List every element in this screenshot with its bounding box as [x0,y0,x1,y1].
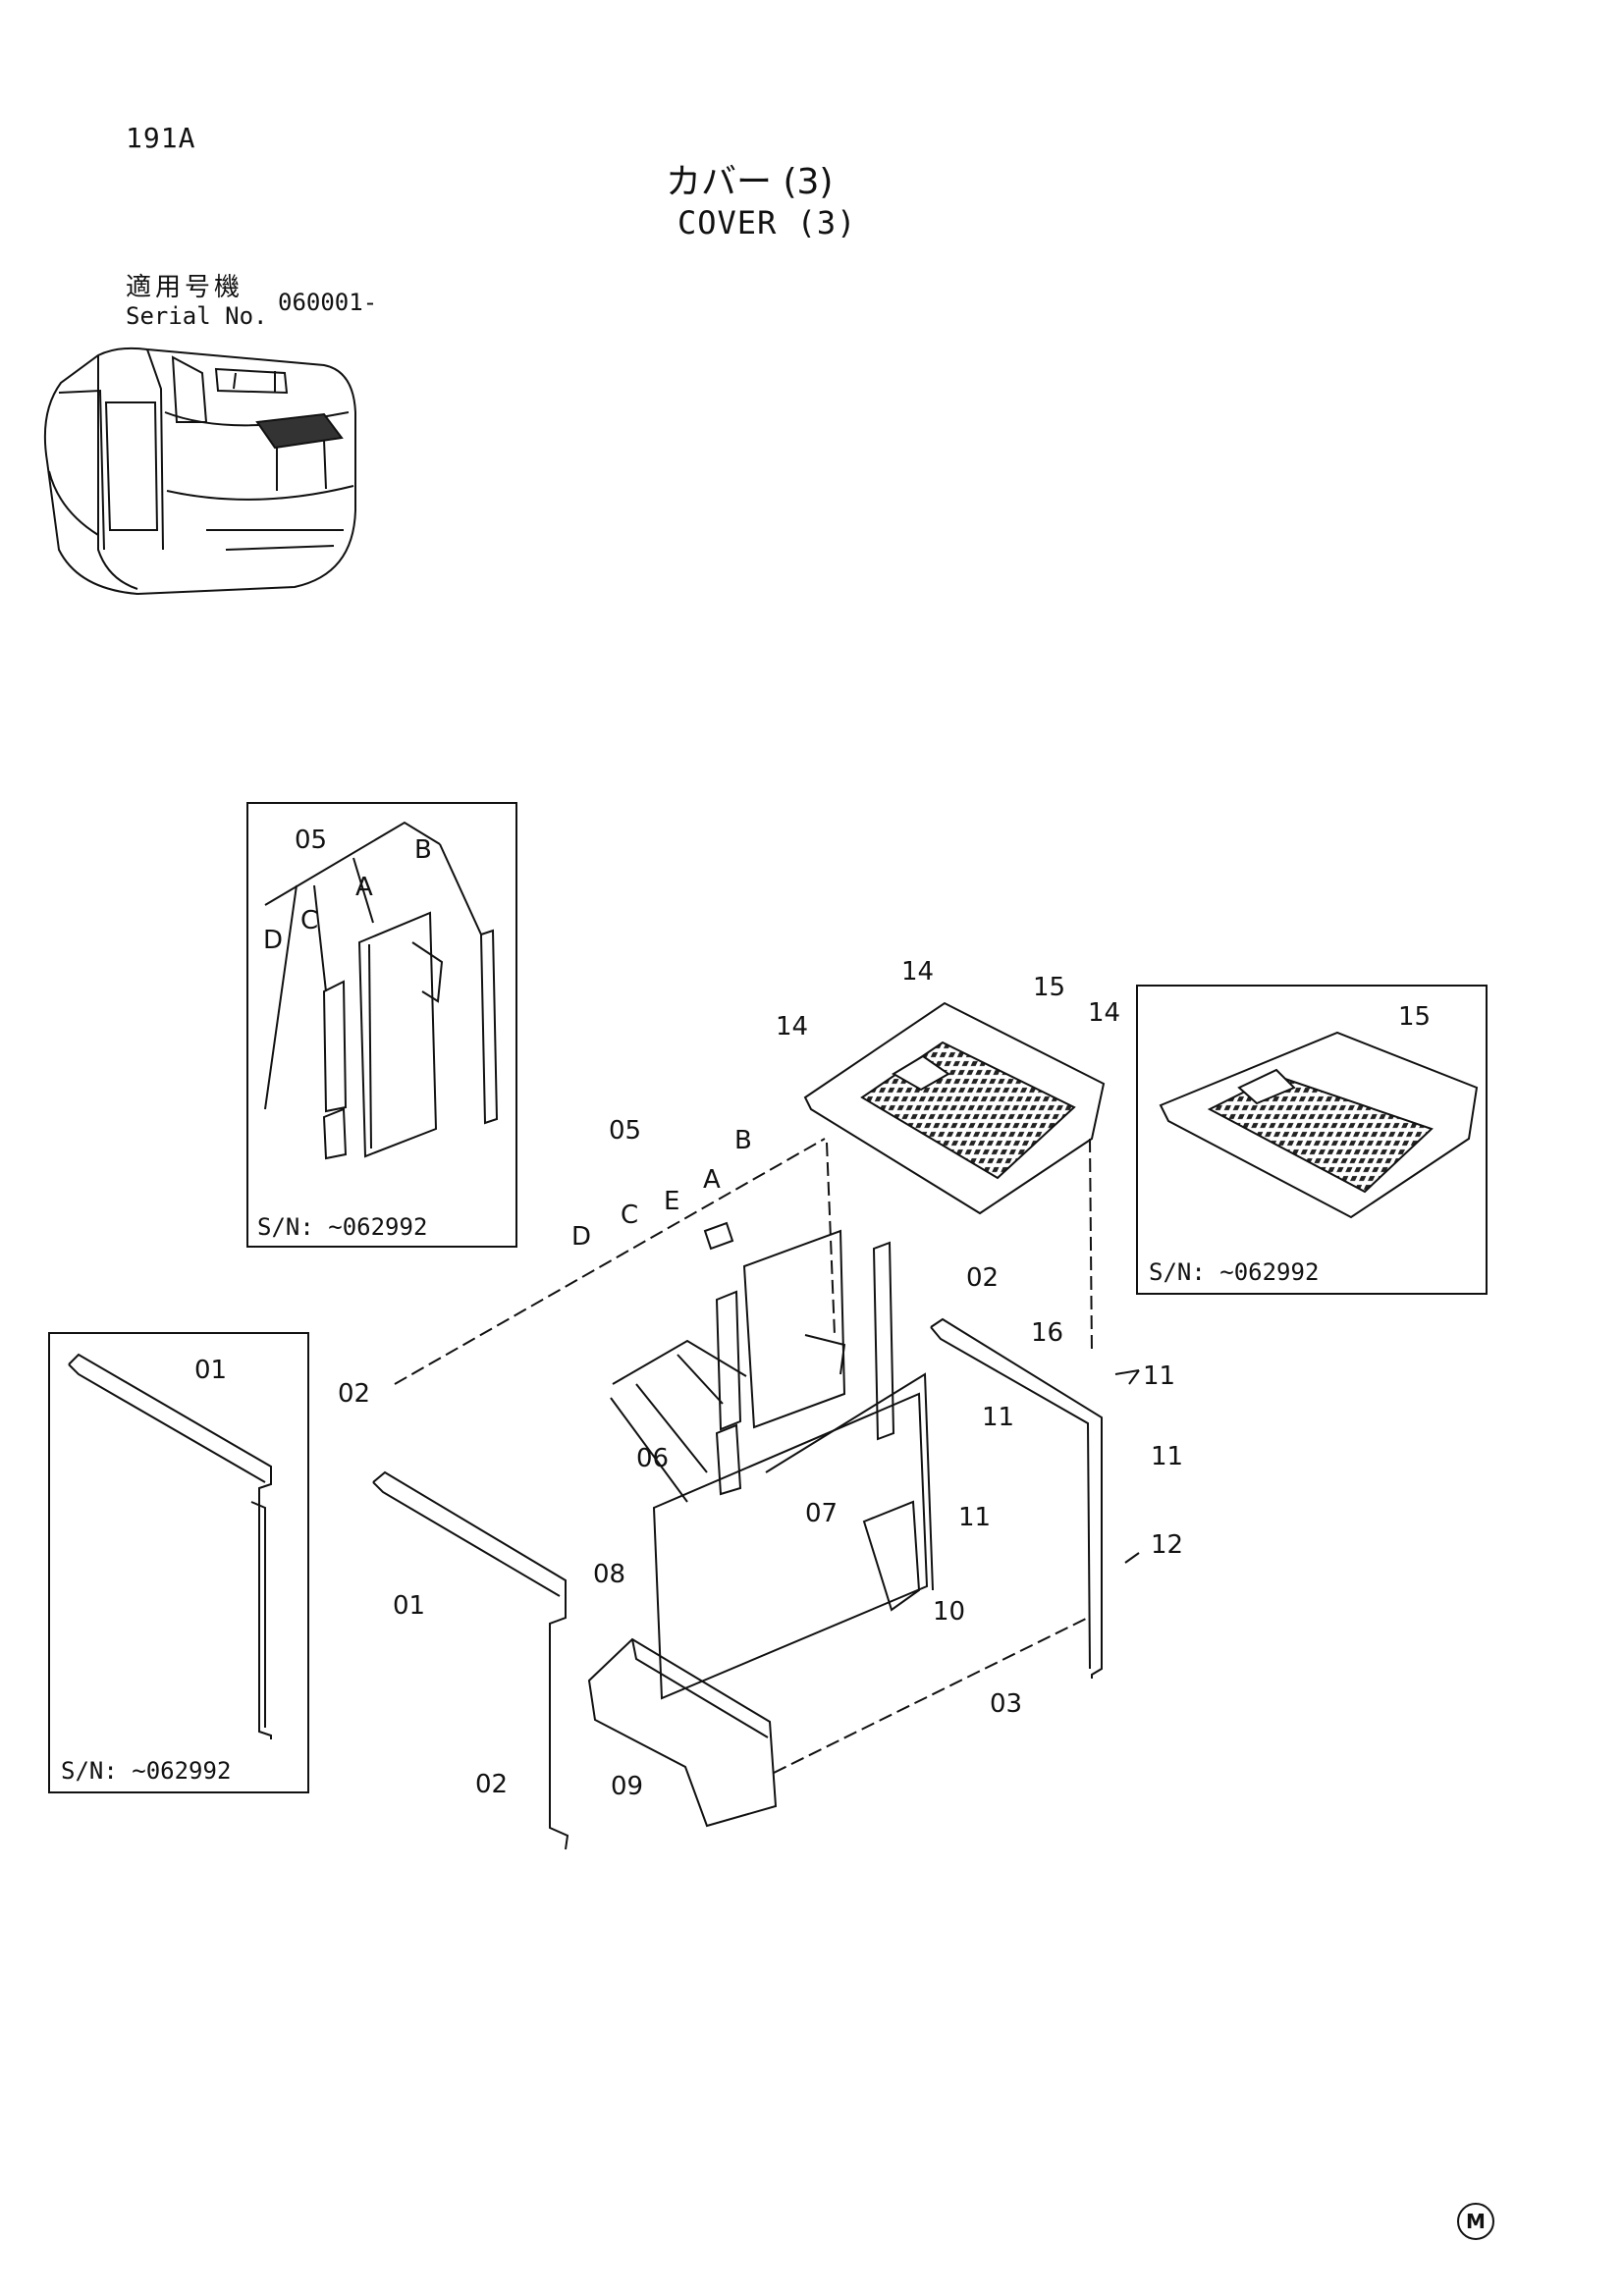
inset-right-label-15: 15 [1398,1002,1431,1032]
inset-upper-label-d: D [263,926,283,955]
callout-02-bottom: 02 [475,1770,508,1799]
page-title-japanese: カバー (3) [666,162,834,202]
callout-14-top: 14 [901,957,934,987]
callout-09: 09 [611,1772,643,1801]
inset-right-serial: S/N: ~062992 [1149,1258,1319,1286]
callout-14-right: 14 [1088,998,1120,1028]
page-code: 191A [126,122,196,154]
callout-e: E [664,1187,679,1216]
serial-number-value: 060001- [278,289,378,316]
inset-upper-label-a: A [355,873,373,902]
callout-07: 07 [805,1499,838,1528]
inset-upper-serial: S/N: ~062992 [257,1213,427,1241]
callout-12: 12 [1151,1530,1183,1560]
callout-d: D [571,1222,591,1252]
serial-label-english: Serial No. [126,302,268,330]
callout-16: 16 [1031,1318,1063,1348]
inset-box-upper-left: 05 A B C D S/N: ~062992 [246,802,517,1248]
manual-mark-circle: M [1457,2203,1494,2240]
page-title-english: COVER (3) [677,204,857,241]
callout-11-d: 11 [958,1503,991,1532]
callout-05: 05 [609,1116,641,1146]
callout-14-left: 14 [776,1012,808,1041]
callout-06: 06 [636,1444,669,1473]
callout-c: C [621,1201,638,1230]
inset-upper-label-c: C [300,906,318,935]
callout-11-a: 11 [1143,1362,1175,1391]
callout-11-c: 11 [1151,1442,1183,1471]
inset-upper-label-05: 05 [295,826,327,855]
callout-03: 03 [990,1689,1022,1719]
machine-overview-illustration [43,347,356,596]
inset-upper-label-b: B [414,835,432,865]
callout-02-left: 02 [338,1379,370,1409]
callout-10: 10 [933,1597,965,1627]
callout-08: 08 [593,1560,625,1589]
callout-b: B [734,1126,752,1155]
callout-02-right: 02 [966,1263,999,1293]
inset-box-right: 15 S/N: ~062992 [1136,985,1488,1295]
callout-a: A [703,1165,721,1195]
inset-lower-label-01: 01 [194,1356,227,1385]
callout-01: 01 [393,1591,425,1621]
callout-11-b: 11 [982,1403,1014,1432]
inset-lower-serial: S/N: ~062992 [61,1757,231,1785]
serial-label-japanese: 適用号機 [126,273,244,302]
main-assembly [372,1001,1140,1850]
callout-15: 15 [1033,973,1065,1002]
inset-box-lower-left: 01 S/N: ~062992 [48,1332,309,1793]
callout-labels: 01 02 02 02 03 05 06 07 08 09 10 11 11 1… [338,957,1183,1801]
